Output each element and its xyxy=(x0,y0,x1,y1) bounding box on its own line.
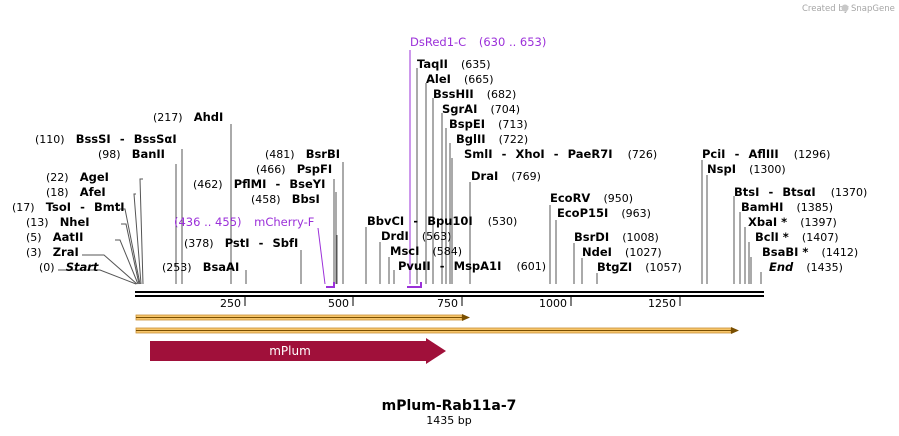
orf-arrow-2[interactable] xyxy=(135,327,739,334)
plasmid-length: 1435 bp xyxy=(426,414,471,427)
enzyme-bglii[interactable]: BglII (722) xyxy=(456,128,528,147)
feature-mcherry-label[interactable]: (436 .. 455) mCherry-F xyxy=(174,215,314,229)
enzyme-zrai[interactable]: (3) ZraI xyxy=(26,241,79,260)
enzyme-alei[interactable]: AleI (665) xyxy=(426,68,494,87)
feature-dsred-label[interactable]: DsRed1-C (630 .. 653) xyxy=(410,35,546,49)
enzyme-bsshii[interactable]: BssHII (682) xyxy=(433,83,516,102)
enzyme-pspfi[interactable]: (466) PspFI xyxy=(256,158,332,177)
snapgene-logo-icon xyxy=(841,4,849,12)
enzyme-banii[interactable]: (98) BanII xyxy=(98,143,165,162)
enzyme-start[interactable]: (0) Start xyxy=(39,256,99,275)
leader-lines xyxy=(58,68,762,285)
mplum-feature[interactable]: mPlum xyxy=(150,338,446,364)
enzyme-afei[interactable]: (18) AfeI xyxy=(46,181,106,200)
enzyme-bspei[interactable]: BspEI (713) xyxy=(449,113,528,132)
credit-prefix: Created by xyxy=(802,4,849,14)
enzyme-agei[interactable]: (22) AgeI xyxy=(46,166,109,185)
primer-leaders xyxy=(317,50,411,285)
enzyme-btsi[interactable]: BtsI - BtsαI (1370) xyxy=(734,181,867,200)
enzyme-bbvci[interactable]: BbvCI - Bpu10I (530) xyxy=(367,210,517,229)
enzyme-pvuii[interactable]: PvuII - MspA1I (601) xyxy=(398,255,546,274)
enzyme-nhei[interactable]: (13) NheI xyxy=(26,211,90,230)
feature-mcherry-range: (436 .. 455) xyxy=(174,215,242,229)
tick-750: 750 xyxy=(437,297,458,310)
enzyme-psti[interactable]: (378) PstI - SbfI xyxy=(184,232,298,251)
enzyme-drai[interactable]: DraI (769) xyxy=(471,165,541,184)
tick-1000: 1000 xyxy=(539,297,567,310)
enzyme-bsaai[interactable]: (253) BsaAI xyxy=(162,256,239,275)
enzyme-ahdi[interactable]: (217) AhdI xyxy=(153,106,223,125)
tick-250: 250 xyxy=(220,297,241,310)
enzyme-bsssi[interactable]: (110) BssSI - BssSαI xyxy=(35,128,177,147)
enzyme-taqii[interactable]: TaqII (635) xyxy=(417,53,491,72)
enzyme-bsrdi[interactable]: BsrDI (1008) xyxy=(574,226,659,245)
enzyme-aatii[interactable]: (5) AatII xyxy=(26,226,83,245)
enzyme-bamhi[interactable]: BamHI (1385) xyxy=(741,196,833,215)
axis-ticks xyxy=(244,296,681,306)
enzyme-tsoi[interactable]: (17) TsoI - BmtI xyxy=(12,196,125,215)
enzyme-bcli[interactable]: BclI * (1407) xyxy=(755,226,839,245)
feature-dsred-name: DsRed1-C xyxy=(410,35,466,49)
enzyme-bsrbi[interactable]: (481) BsrBI xyxy=(265,143,340,162)
enzyme-drdi[interactable]: DrdI (563) xyxy=(381,225,451,244)
enzyme-pflmi[interactable]: (462) PflMI - BseYI xyxy=(193,173,325,192)
mcherry-primer-mark xyxy=(326,282,335,288)
enzyme-end[interactable]: End (1435) xyxy=(769,256,843,275)
mplum-label: mPlum xyxy=(269,344,311,358)
enzyme-msci[interactable]: MscI (584) xyxy=(390,240,462,259)
enzyme-sgrai[interactable]: SgrAI (704) xyxy=(442,98,520,117)
enzyme-nspi[interactable]: NspI (1300) xyxy=(707,158,786,177)
enzyme-ndei[interactable]: NdeI (1027) xyxy=(582,241,662,260)
plasmid-name: mPlum-Rab11a-7 xyxy=(382,398,517,414)
enzyme-smli[interactable]: SmlI - XhoI - PaeR7I (726) xyxy=(464,143,657,162)
enzyme-xbai[interactable]: XbaI * (1397) xyxy=(748,211,837,230)
feature-dsred-range: (630 .. 653) xyxy=(479,35,547,49)
enzyme-bbsi[interactable]: (458) BbsI xyxy=(251,188,320,207)
tick-500: 500 xyxy=(328,297,349,310)
tick-1250: 1250 xyxy=(648,297,676,310)
dsred-primer-mark xyxy=(407,282,422,288)
enzyme-pcii[interactable]: PciI - AflIII (1296) xyxy=(702,143,830,162)
enzyme-bsabi[interactable]: BsaBI * (1412) xyxy=(762,241,858,260)
orf-arrow-1[interactable] xyxy=(135,314,470,321)
credit-brand: SnapGene xyxy=(851,4,895,14)
feature-mcherry-name: mCherry-F xyxy=(254,215,314,229)
enzyme-ecop15i[interactable]: EcoP15I (963) xyxy=(557,202,651,221)
enzyme-btgzi[interactable]: BtgZI (1057) xyxy=(597,256,682,275)
enzyme-ecorv[interactable]: EcoRV (950) xyxy=(550,187,633,206)
